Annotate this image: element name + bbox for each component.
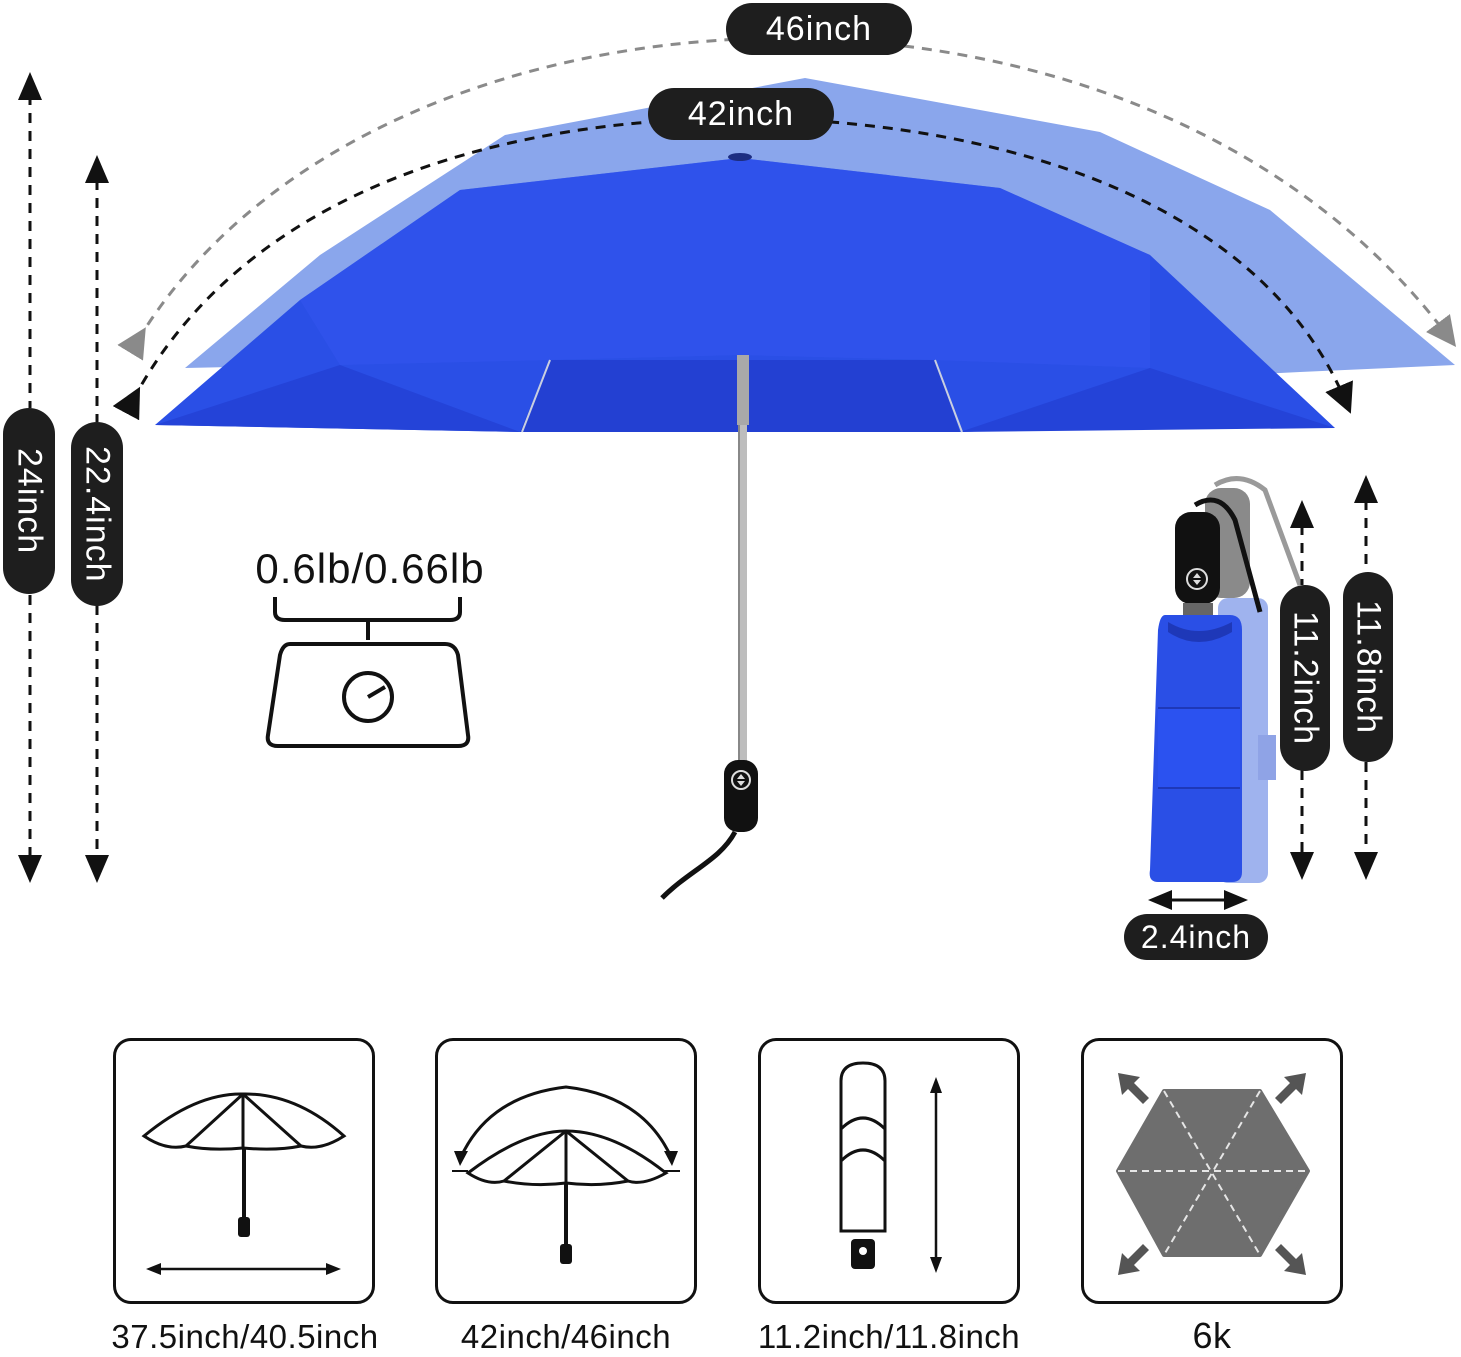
folded-umbrella-icon <box>839 1061 942 1273</box>
folded-umbrella-main <box>1149 497 1263 882</box>
hexagon-canopy-icon <box>1116 1073 1310 1275</box>
label-22-4inch: 22.4inch <box>71 422 123 606</box>
label-11-8inch: 11.8inch <box>1343 572 1393 762</box>
label-24inch: 24inch <box>3 408 55 594</box>
caption-folded: 11.2inch/11.8inch <box>757 1318 1021 1355</box>
folded-arrow-11-8 <box>1354 475 1378 880</box>
feature-card-hexagon <box>1081 1038 1343 1304</box>
feature-card-span <box>113 1038 375 1304</box>
label-42inch: 42inch <box>648 88 834 140</box>
weight-label: 0.6lb/0.66lb <box>255 545 485 592</box>
height-arrow-24 <box>18 72 42 883</box>
height-arrow-22 <box>85 155 109 883</box>
folded-arrow-11-2 <box>1290 500 1314 880</box>
caption-ribs: 6k <box>1192 1315 1232 1356</box>
label-46inch: 46inch <box>726 3 912 55</box>
caption-arc: 42inch/46inch <box>460 1318 672 1355</box>
label-2-4inch: 2.4inch <box>1124 914 1268 960</box>
scale-icon <box>265 597 471 748</box>
umbrella-shaft <box>660 355 758 900</box>
feature-card-folded <box>758 1038 1020 1304</box>
caption-span: 37.5inch/40.5inch <box>111 1318 379 1355</box>
label-11-2inch: 11.2inch <box>1280 585 1330 771</box>
folded-width-arrow <box>1148 890 1248 910</box>
umbrella-arc-icon <box>452 1085 680 1264</box>
umbrella-span-icon <box>141 1092 347 1275</box>
feature-card-arc <box>435 1038 697 1304</box>
